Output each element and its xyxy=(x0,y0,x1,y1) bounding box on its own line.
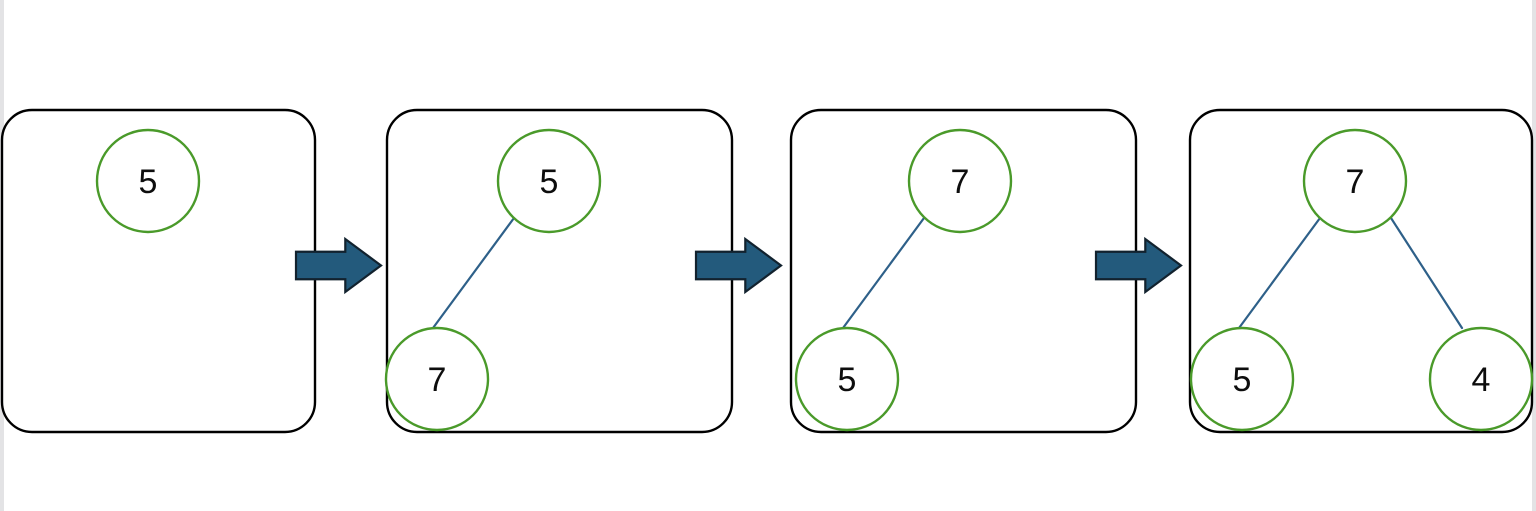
tree-edge xyxy=(431,216,516,330)
tree-edge xyxy=(841,216,926,330)
node-circle xyxy=(1189,326,1295,432)
step-transition-arrow xyxy=(1094,236,1183,295)
tree-node[interactable]: 5 xyxy=(95,128,201,234)
node-circle xyxy=(496,128,602,234)
tree-edge xyxy=(1389,216,1464,330)
node-circle xyxy=(384,326,490,432)
right-edge-gutter xyxy=(1532,0,1536,511)
tree-node[interactable]: 5 xyxy=(496,128,602,234)
node-circle xyxy=(1302,128,1408,234)
node-value-label: 4 xyxy=(1472,361,1491,399)
tree-panel: 57 xyxy=(384,108,734,434)
node-circle xyxy=(95,128,201,234)
node-value-label: 7 xyxy=(951,163,970,201)
tree-node[interactable]: 7 xyxy=(384,326,490,432)
node-circle xyxy=(794,326,900,432)
tree-node[interactable]: 4 xyxy=(1428,326,1534,432)
step-transition-arrow xyxy=(294,236,383,295)
node-circle xyxy=(907,128,1013,234)
node-value-label: 7 xyxy=(1346,163,1365,201)
step-transition-arrow xyxy=(694,236,783,295)
node-value-label: 7 xyxy=(428,361,447,399)
node-value-label: 5 xyxy=(838,361,857,399)
tree-panel: 75 xyxy=(789,108,1138,434)
node-value-label: 5 xyxy=(139,163,158,201)
node-circle xyxy=(1428,326,1534,432)
tree-edge xyxy=(1237,216,1322,330)
tree-node[interactable]: 5 xyxy=(1189,326,1295,432)
node-value-label: 5 xyxy=(1233,361,1252,399)
tree-node[interactable]: 5 xyxy=(794,326,900,432)
tree-panel: 7 5 4 xyxy=(1188,108,1534,434)
tree-panel: 5 xyxy=(0,108,317,434)
node-value-label: 5 xyxy=(540,163,559,201)
tree-node[interactable]: 7 xyxy=(907,128,1013,234)
tree-node[interactable]: 7 xyxy=(1302,128,1408,234)
